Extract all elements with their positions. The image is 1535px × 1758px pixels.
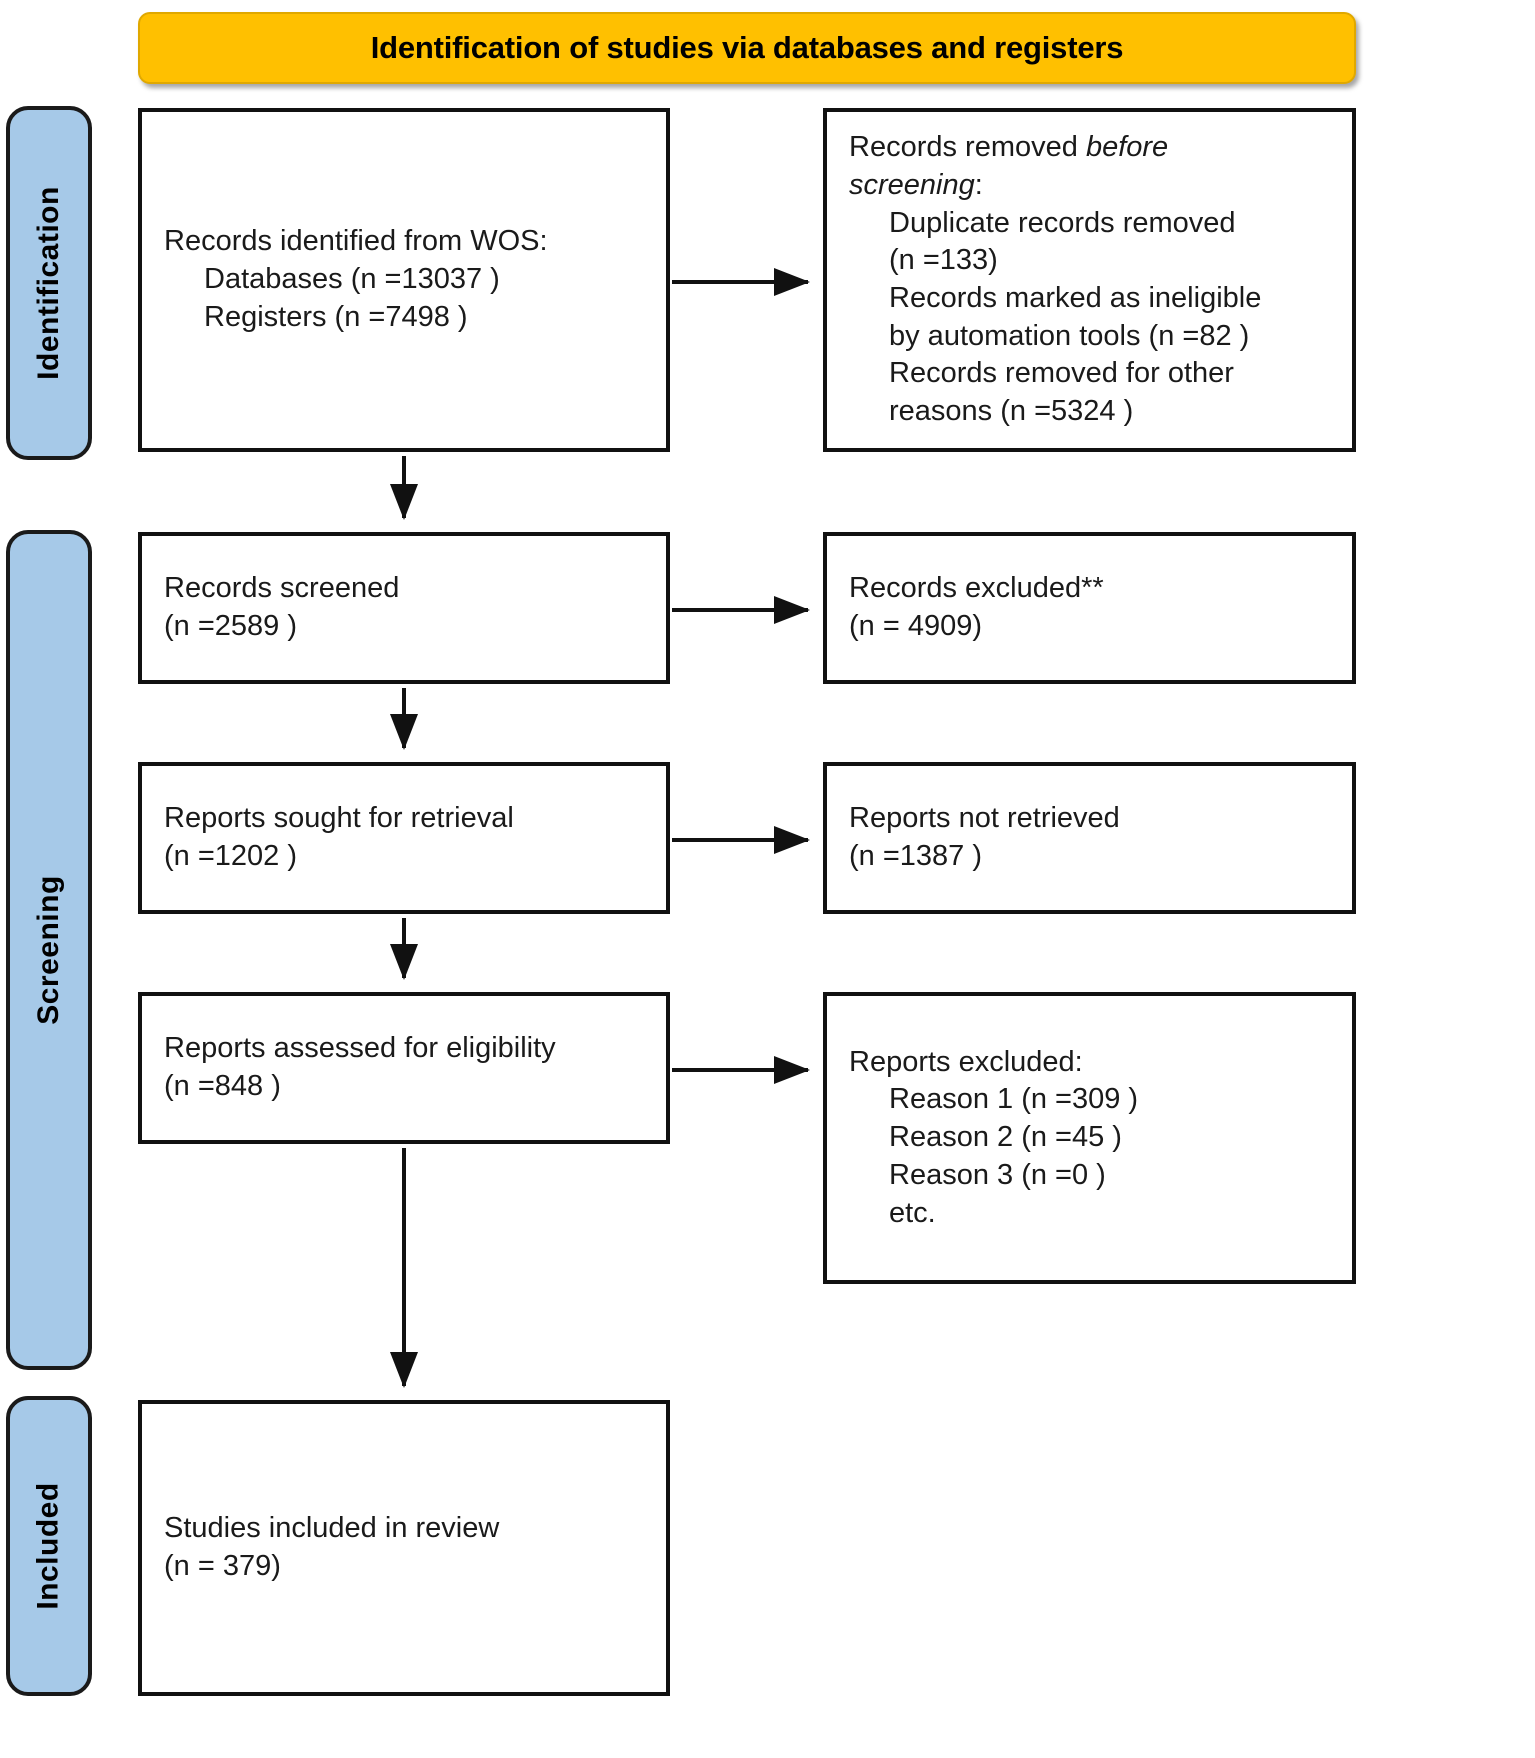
box-records-removed-before-screening: Records removed before screening: Duplic… — [823, 108, 1356, 452]
reports-not-retrieved-label: Reports not retrieved — [849, 802, 1120, 835]
records-removed-duplicates: Duplicate records removed — [889, 206, 1236, 239]
reports-excluded-reason-1: Reason 1 (n =309 ) — [889, 1083, 1139, 1116]
reports-excluded-etc: etc. — [889, 1196, 936, 1229]
studies-included-n: (n = 379) — [164, 1550, 281, 1582]
reports-sought-n: (n =1202 ) — [164, 840, 298, 872]
box-reports-assessed-for-eligibility: Reports assessed for eligibility (n =848… — [138, 992, 670, 1144]
records-identified-databases: Databases (n =13037 ) — [204, 263, 500, 296]
records-identified-registers: Registers (n =7498 ) — [204, 300, 468, 333]
stage-label-included-text: Included — [32, 1482, 65, 1610]
reports-excluded-heading: Reports excluded: — [849, 1045, 1083, 1078]
records-removed-heading-line2: screening: — [849, 167, 1330, 205]
reports-excluded-reason-2: Reason 2 (n =45 ) — [889, 1121, 1122, 1154]
box-reports-sought-for-retrieval: Reports sought for retrieval (n =1202 ) — [138, 762, 670, 914]
box-reports-excluded: Reports excluded: Reason 1 (n =309 ) Rea… — [823, 992, 1356, 1284]
reports-sought-label: Reports sought for retrieval — [164, 802, 514, 835]
records-removed-other: Records removed for other — [889, 357, 1234, 390]
stage-label-identification-text: Identification — [32, 186, 66, 380]
stage-label-included: Included — [6, 1396, 92, 1696]
reports-assessed-label: Reports assessed for eligibility — [164, 1032, 556, 1065]
records-screened-label: Records screened — [164, 572, 400, 605]
records-removed-ineligible: Records marked as ineligible — [889, 282, 1262, 314]
box-records-screened: Records screened (n =2589 ) — [138, 532, 670, 684]
records-removed-duplicates-n: (n =133) — [889, 244, 998, 277]
banner-identification: Identification of studies via databases … — [138, 12, 1356, 84]
reports-excluded-reason-3: Reason 3 (n =0 ) — [889, 1158, 1106, 1191]
records-removed-italic-before: before — [1085, 131, 1169, 164]
box-reports-not-retrieved: Reports not retrieved (n =1387 ) — [823, 762, 1356, 914]
records-removed-heading-line1: Records removed before — [849, 129, 1330, 167]
stage-label-identification: Identification — [6, 106, 92, 460]
box-studies-included-in-review: Studies included in review (n = 379) — [138, 1400, 670, 1696]
banner-title: Identification of studies via databases … — [370, 30, 1124, 65]
stage-label-screening-text: Screening — [32, 875, 65, 1025]
records-excluded-label: Records excluded** — [849, 572, 1104, 605]
records-removed-automation-n: by automation tools (n =82 ) — [889, 319, 1250, 352]
box-records-identified: Records identified from WOS: Databases (… — [138, 108, 670, 452]
box-records-excluded: Records excluded** (n = 4909) — [823, 532, 1356, 684]
records-identified-source: Records identified from WOS: — [164, 225, 548, 258]
records-excluded-n: (n = 4909) — [849, 610, 983, 642]
studies-included-label: Studies included in review — [164, 1512, 500, 1545]
stage-label-screening: Screening — [6, 530, 92, 1370]
reports-assessed-n: (n =848 ) — [164, 1070, 281, 1102]
records-removed-other-n: reasons (n =5324 ) — [889, 395, 1134, 428]
reports-not-retrieved-n: (n =1387 ) — [849, 840, 983, 872]
records-removed-prefix: Records removed — [849, 131, 1086, 164]
records-screened-n: (n =2589 ) — [164, 610, 298, 642]
records-removed-colon: : — [974, 168, 983, 201]
records-removed-italic-screening: screening — [849, 168, 975, 201]
